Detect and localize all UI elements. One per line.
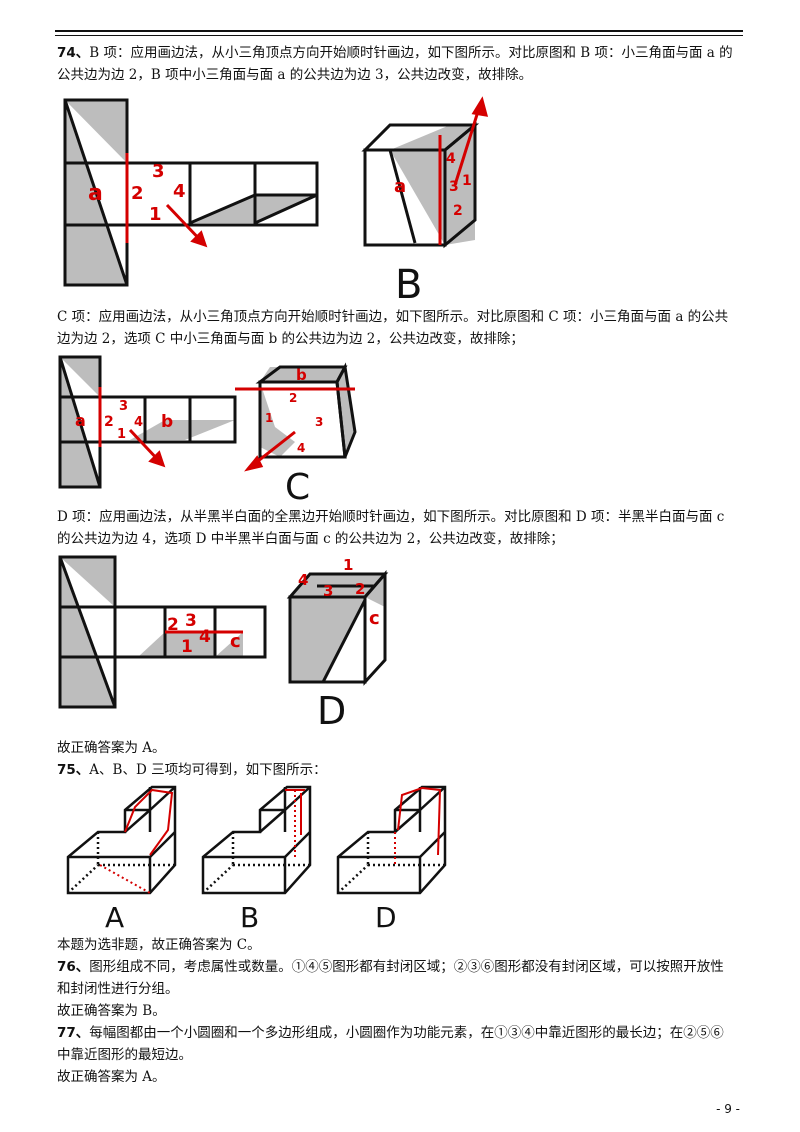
figure-c: a 2 3 4 1 b b 2 1 3 4 C xyxy=(58,355,357,502)
solid-b xyxy=(201,785,312,895)
fig-b-face-a: a xyxy=(88,181,103,206)
fig-c-edge-2: 2 xyxy=(104,414,114,430)
q74-d-explanation: D 项：应用画边法，从半黑半白面的全黑边开始顺时针画边，如下图所示。对比原图和 … xyxy=(57,506,747,550)
solid-a xyxy=(66,785,177,895)
fig-d-edge-1: 1 xyxy=(181,637,193,657)
solid-d xyxy=(336,785,447,895)
fig-c-cube-3: 3 xyxy=(315,415,323,429)
fig-c-cube-b: b xyxy=(296,366,307,384)
q77-number: 77、 xyxy=(57,1025,90,1041)
q75-label-a: A xyxy=(105,901,124,933)
fig-b-cube-2: 2 xyxy=(453,203,463,219)
fig-b-option-letter: B xyxy=(395,262,422,305)
fig-c-edge-3: 3 xyxy=(119,399,128,414)
q75-answer: 本题为选非题，故正确答案为 C。 xyxy=(57,937,261,953)
fig-d-cube-3: 3 xyxy=(323,582,333,600)
q76-explanation: 76、图形组成不同，考虑属性或数量。①④⑤图形都有封闭区域；②③⑥图形都没有封闭… xyxy=(57,956,747,1022)
fig-d-cube-c: c xyxy=(369,608,380,629)
q75-label-b: B xyxy=(240,901,259,933)
fig-c-edge-4: 4 xyxy=(134,415,143,430)
q77-line2: 中靠近图形的最短边。 xyxy=(57,1047,192,1063)
fig-b-cube-4: 4 xyxy=(446,151,456,167)
q76-number: 76、 xyxy=(57,959,90,975)
fig-b-cube-1: 1 xyxy=(462,173,472,189)
q76-answer: 故正确答案为 B。 xyxy=(57,1003,166,1019)
q74-b-line1: B 项：应用画边法，从小三角顶点方向开始顺时针画边，如下图所示。对比原图和 B … xyxy=(89,45,733,61)
q77-answer: 故正确答案为 A。 xyxy=(57,1069,166,1085)
fig-c-cube-4: 4 xyxy=(297,441,305,455)
fig-d-option-letter: D xyxy=(317,689,346,732)
q74-c-explanation: C 项：应用画边法，从小三角顶点方向开始顺时针画边，如下图所示。对比原图和 C … xyxy=(57,306,747,350)
fig-b-edge-4: 4 xyxy=(173,181,186,202)
fig-c-face-a: a xyxy=(75,411,86,430)
q74-d-line2: 的公共边为边 4，选项 D 中半黑半白面与面 c 的公共边为 2，公共边改变，故… xyxy=(57,531,564,547)
fig-b-cube-a: a xyxy=(394,176,406,197)
q74-d-line1: D 项：应用画边法，从半黑半白面的全黑边开始顺时针画边，如下图所示。对比原图和 … xyxy=(57,509,725,525)
fig-d-cube-1: 1 xyxy=(343,556,353,574)
q74-c-line2: 边为边 2，选项 C 中小三角面与面 b 的公共边为边 2，公共边改变，故排除； xyxy=(57,331,524,347)
fig-d-edge-3: 3 xyxy=(185,611,197,631)
fig-c-option-letter: C xyxy=(285,467,310,502)
fig-c-cube-1: 1 xyxy=(265,411,273,425)
fig-c-edge-1: 1 xyxy=(117,427,126,442)
q74-b-explanation: 74、B 项：应用画边法，从小三角顶点方向开始顺时针画边，如下图所示。对比原图和… xyxy=(57,42,747,86)
q76-line2: 和封闭性进行分组。 xyxy=(57,981,179,997)
fig-d-face-c: c xyxy=(230,631,241,652)
fig-d-cube-2: 2 xyxy=(355,580,365,598)
q74-c-line1: C 项：应用画边法，从小三角顶点方向开始顺时针画边，如下图所示。对比原图和 C … xyxy=(57,309,729,325)
fig-b-cube-3: 3 xyxy=(449,179,459,195)
fig-b-edge-2: 2 xyxy=(131,183,144,204)
header-rule-thick xyxy=(55,30,743,32)
figure-d: 2 3 4 1 c 1 4 3 2 c D xyxy=(58,555,389,732)
q75-label-d: D xyxy=(375,901,397,933)
q76-line1: 图形组成不同，考虑属性或数量。①④⑤图形都有封闭区域；②③⑥图形都没有封闭区域，… xyxy=(89,959,724,975)
fig-d-cube-4: 4 xyxy=(298,571,308,589)
q75-text: A、B、D 三项均可得到，如下图所示： xyxy=(89,762,327,778)
q74-answer: 故正确答案为 A。 xyxy=(57,740,166,756)
fig-d-edge-4: 4 xyxy=(199,627,211,647)
q75-explanation: 75、A、B、D 三项均可得到，如下图所示： xyxy=(57,759,747,781)
fig-d-edge-2: 2 xyxy=(167,615,179,635)
q77-line1: 每幅图都由一个小圆圈和一个多边形组成，小圆圈作为功能元素，在①③④中靠近图形的最… xyxy=(89,1025,724,1041)
q75-number: 75、 xyxy=(57,762,90,778)
q77-explanation: 77、每幅图都由一个小圆圈和一个多边形组成，小圆圈作为功能元素，在①③④中靠近图… xyxy=(57,1022,747,1088)
fig-b-edge-1: 1 xyxy=(149,204,162,225)
q74-number: 74、 xyxy=(57,45,90,61)
page-number: - 9 - xyxy=(716,1102,740,1116)
fig-b-edge-3: 3 xyxy=(152,161,165,182)
figure-q75: A B D xyxy=(66,785,447,933)
header-rule-thin xyxy=(55,35,743,36)
fig-c-cube-2: 2 xyxy=(289,391,297,405)
figure-b: a 2 3 4 1 a 4 3 1 2 B xyxy=(63,96,489,305)
q74-b-line2: 公共边为边 2，B 项中小三角面与面 a 的公共边为边 3，公共边改变，故排除。 xyxy=(57,67,533,83)
fig-c-face-b: b xyxy=(161,412,173,432)
